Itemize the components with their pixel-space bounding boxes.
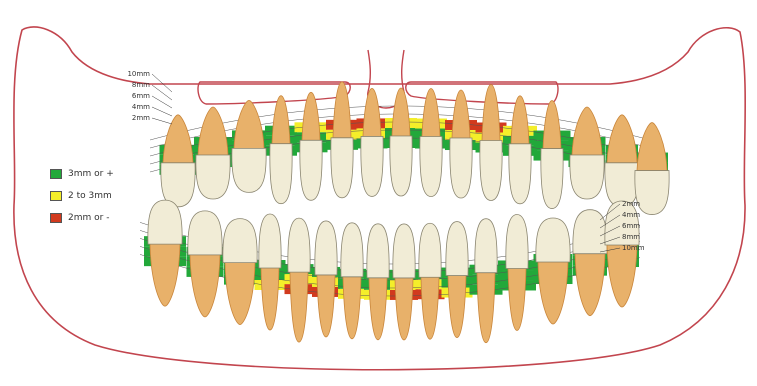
tooth bbox=[450, 90, 472, 198]
legend-swatch-yellow bbox=[50, 191, 62, 201]
tooth bbox=[259, 214, 281, 330]
legend-swatch-green bbox=[50, 169, 62, 179]
legend-item: 2mm or - bbox=[50, 207, 150, 229]
tooth bbox=[223, 219, 257, 325]
legend-label: 3mm or + bbox=[68, 169, 114, 179]
tooth bbox=[541, 101, 563, 209]
tooth bbox=[341, 223, 363, 339]
palate-left bbox=[198, 82, 350, 104]
scale-label-lower: 6mm bbox=[622, 222, 640, 230]
tooth bbox=[393, 224, 415, 340]
tooth bbox=[573, 210, 607, 316]
scale-label-upper: 4mm bbox=[132, 103, 150, 111]
tooth bbox=[367, 224, 389, 340]
legend-item: 3mm or + bbox=[50, 163, 150, 185]
scale-label-upper: 6mm bbox=[132, 92, 150, 100]
tooth bbox=[419, 223, 441, 339]
tooth bbox=[390, 88, 412, 196]
tooth bbox=[315, 221, 337, 337]
tooth bbox=[288, 218, 310, 342]
legend-swatch-red bbox=[50, 213, 62, 223]
tooth bbox=[188, 211, 222, 317]
scale-label-upper: 10mm bbox=[127, 70, 150, 78]
scale-label-upper: 2mm bbox=[132, 114, 150, 122]
tooth bbox=[420, 89, 442, 197]
tooth bbox=[506, 214, 528, 330]
tooth bbox=[475, 219, 497, 343]
scale-label-lower: 4mm bbox=[622, 211, 640, 219]
tooth bbox=[536, 218, 570, 324]
tooth bbox=[509, 96, 531, 204]
tooth bbox=[331, 82, 353, 198]
legend-label: 2mm or - bbox=[68, 213, 109, 223]
tooth bbox=[148, 200, 182, 306]
scale-label-upper: 8mm bbox=[132, 81, 150, 89]
tooth bbox=[300, 92, 322, 200]
tooth bbox=[570, 107, 604, 199]
scale-upper: 10mm 8mm 6mm 4mm 2mm bbox=[127, 70, 172, 124]
tooth bbox=[605, 115, 639, 207]
scale-label-lower: 8mm bbox=[622, 233, 640, 241]
legend: 3mm or + 2 to 3mm 2mm or - bbox=[50, 163, 150, 229]
tooth bbox=[196, 107, 230, 199]
tooth bbox=[361, 88, 383, 196]
tooth bbox=[270, 96, 292, 204]
tooth bbox=[232, 100, 266, 192]
tooth bbox=[446, 222, 468, 338]
scale-label-lower: 10mm bbox=[622, 244, 645, 252]
tooth bbox=[161, 115, 195, 207]
legend-label: 2 to 3mm bbox=[68, 191, 112, 201]
scale-label-lower: 2mm bbox=[622, 200, 640, 208]
legend-item: 2 to 3mm bbox=[50, 185, 150, 207]
